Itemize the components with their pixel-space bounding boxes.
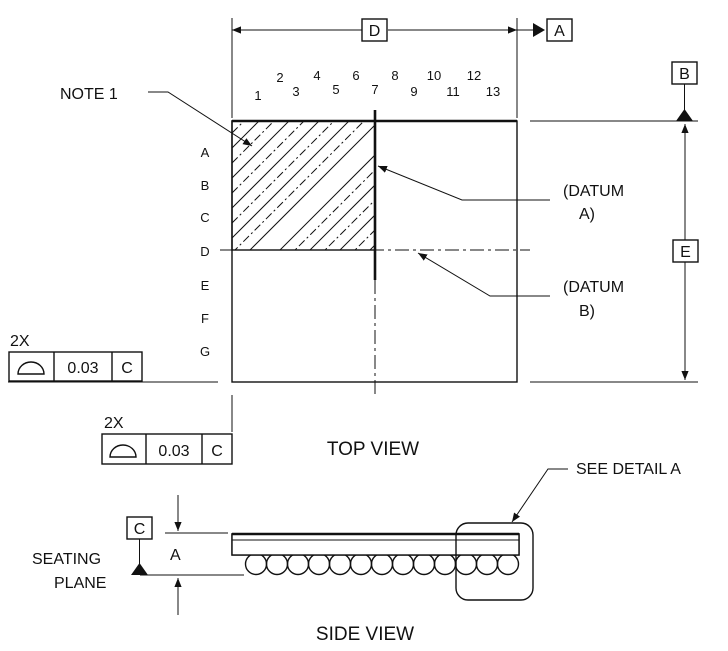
- dimension-a-label: A: [170, 547, 181, 564]
- datum-b-triangle: [676, 109, 693, 121]
- column-number: 9: [410, 84, 417, 99]
- column-number: 8: [391, 68, 398, 83]
- row-letter: B: [201, 178, 210, 193]
- column-number: 12: [467, 68, 481, 83]
- datum-a-label: A: [554, 23, 565, 40]
- solder-ball: [307, 552, 331, 576]
- dimension-d-label: D: [369, 23, 381, 40]
- datum-a-note-line2: A): [579, 206, 595, 223]
- tolerance-count: 2X: [10, 333, 30, 350]
- column-number: 3: [292, 84, 299, 99]
- datum-b-note-leader: [417, 252, 550, 297]
- column-number: 6: [352, 68, 359, 83]
- top-view: D A 1 2 3 4 5 6 7 8 9 10 11 12 13 A B C …: [8, 18, 699, 432]
- datum-a-note-line1: (DATUM: [563, 183, 624, 200]
- pin1-hatch: [232, 121, 375, 250]
- datum-c-label: C: [134, 521, 146, 538]
- solder-ball: [328, 552, 352, 576]
- profile-of-surface-icon: [17, 361, 45, 375]
- column-number: 7: [371, 82, 378, 97]
- note-1-label: NOTE 1: [60, 86, 118, 103]
- solder-ball: [286, 552, 310, 576]
- row-letter: F: [201, 311, 209, 326]
- solder-ball: [391, 552, 415, 576]
- column-numbers: 1 2 3 4 5 6 7 8 9 10 11 12 13: [254, 68, 500, 103]
- column-number: 1: [254, 88, 261, 103]
- tolerance-value: 0.03: [67, 360, 98, 377]
- row-letter: A: [201, 145, 210, 160]
- solder-ball: [265, 552, 289, 576]
- side-view-title: SIDE VIEW: [316, 624, 414, 645]
- frame-outline: [101, 433, 233, 465]
- column-number: 2: [276, 70, 283, 85]
- tolerance-count: 2X: [104, 415, 124, 432]
- solder-ball: [433, 552, 457, 576]
- datum-b-label: B: [679, 66, 690, 83]
- tolerance-value: 0.03: [158, 443, 189, 460]
- datum-a-box: [546, 18, 573, 42]
- tolerance-datum: C: [121, 360, 133, 377]
- datum-a-note-leader: [377, 165, 550, 201]
- column-number: 11: [446, 84, 460, 99]
- solder-ball: [349, 552, 373, 576]
- datum-c-triangle: [131, 563, 148, 575]
- side-view: SEE DETAIL A A C SEATING PLANE: [32, 461, 681, 615]
- frame-outline: [8, 351, 143, 382]
- solder-ball: [475, 552, 499, 576]
- row-letter: C: [200, 210, 209, 225]
- dimension-e-label: E: [680, 244, 691, 261]
- top-view-title: TOP VIEW: [327, 439, 419, 460]
- column-number: 10: [427, 68, 441, 83]
- note-1-leader: [148, 91, 253, 147]
- row-letters: A B C D E F G: [200, 145, 210, 359]
- solder-ball: [496, 552, 520, 576]
- datum-a-triangle: [533, 23, 545, 37]
- solder-balls: [244, 552, 520, 576]
- datum-b-note-line1: (DATUM: [563, 279, 624, 296]
- column-number: 13: [486, 84, 500, 99]
- detail-a-outline: [455, 522, 534, 601]
- row-letter: G: [200, 344, 210, 359]
- solder-ball: [370, 552, 394, 576]
- solder-ball: [244, 552, 268, 576]
- seating-plane-line1: SEATING: [32, 551, 101, 568]
- column-number: 4: [313, 68, 320, 83]
- dimension-e-box: [672, 239, 699, 263]
- pin1-region-outline: [231, 120, 376, 251]
- see-detail-label: SEE DETAIL A: [576, 461, 681, 478]
- profile-of-surface-icon: [109, 444, 137, 458]
- datum-b-note-line2: B): [579, 303, 595, 320]
- dimension-d-box: [361, 18, 388, 42]
- row-letter: E: [201, 278, 210, 293]
- row-letter: D: [200, 244, 209, 259]
- see-detail-leader: [511, 468, 568, 523]
- seating-plane-line2: PLANE: [54, 575, 106, 592]
- tolerance-datum: C: [211, 443, 223, 460]
- column-number: 5: [332, 82, 339, 97]
- solder-ball: [454, 552, 478, 576]
- tolerance-frame-2: 2X 0.03 C: [101, 415, 233, 465]
- solder-ball: [412, 552, 436, 576]
- tolerance-frame-1: 2X 0.03 C: [8, 333, 143, 382]
